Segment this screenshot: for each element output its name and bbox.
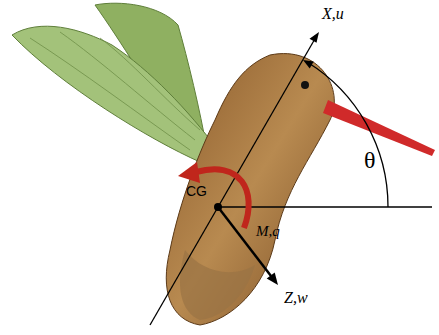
cg-dot [214, 203, 222, 211]
cg-label: CG [186, 184, 207, 198]
moment-label: M,q [256, 224, 280, 239]
wing [12, 26, 218, 162]
arrowhead [267, 273, 278, 286]
arrowhead [310, 32, 320, 43]
speckled-belly [180, 250, 255, 320]
eye [301, 81, 309, 89]
beak [323, 100, 435, 156]
arrowhead [303, 60, 314, 69]
axis-label: X,u [322, 6, 344, 22]
theta-arc [307, 62, 388, 207]
feather-lines [30, 32, 200, 150]
moment-arrow [196, 169, 249, 228]
x-axis [150, 37, 316, 325]
bird-body [166, 54, 334, 325]
arrowhead [178, 162, 200, 183]
axis-label: Z,w [284, 290, 308, 306]
angle-label: θ [364, 148, 376, 172]
